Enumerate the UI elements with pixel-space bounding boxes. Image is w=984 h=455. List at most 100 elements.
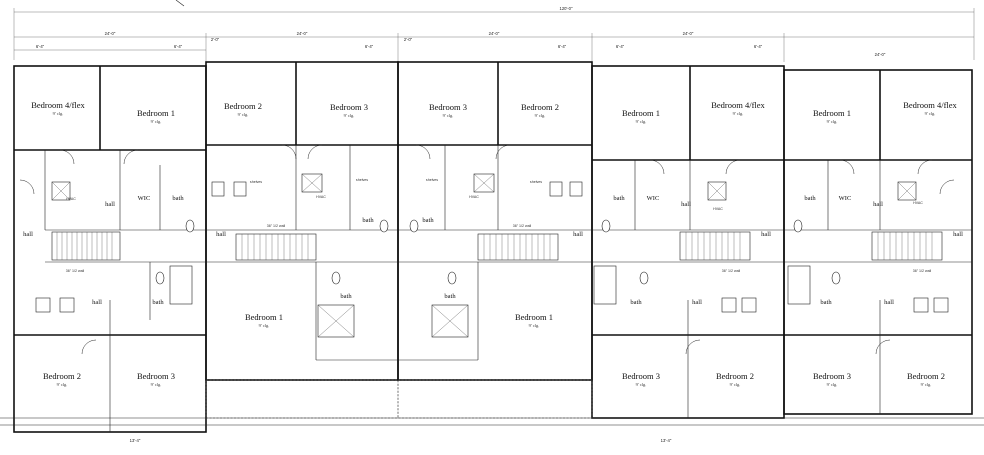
tub-1: [169, 265, 193, 305]
seg-dim-5: 6'-4": [365, 44, 374, 49]
ceiling-note: 9' clg.: [259, 323, 270, 328]
ceiling-note: 9' clg.: [733, 111, 744, 116]
room-bath-2a: bath: [362, 217, 374, 224]
doors: [19, 144, 955, 355]
seg-dim-1: 6'-4": [36, 44, 45, 49]
room-hall-5c: hall: [884, 299, 894, 306]
room-wic-4: WIC: [647, 195, 660, 202]
dryer-unit-5: [933, 297, 949, 313]
toilet-5: [793, 219, 803, 233]
label-hvac-1: HVAC: [66, 197, 76, 201]
room-wic-5: WIC: [839, 195, 852, 202]
room-bedroom1-2: Bedroom 1: [245, 312, 283, 322]
toilet-8: [447, 271, 457, 285]
room-hall-5b: hall: [953, 231, 963, 238]
seg-dim-3: 2'-0": [211, 37, 220, 42]
dryer-unit-1: [59, 297, 75, 313]
room-bedroom2-5: Bedroom 2: [907, 371, 945, 381]
label-half-wall-3: 36" 1/2 wall: [513, 224, 532, 228]
unit-dim-3: 24'-0": [489, 31, 500, 36]
ceiling-note: 9' clg.: [827, 119, 838, 124]
stair-unit-4: [679, 231, 751, 261]
label-shelves-3a: shelves: [426, 178, 438, 182]
interior-walls-unit-4: [592, 66, 784, 418]
room-bedroom2-1: Bedroom 2: [43, 371, 81, 381]
room-bedroom2-4: Bedroom 2: [716, 371, 754, 381]
room-bath-4a: bath: [613, 195, 625, 202]
label-shelves-2b: shelves: [356, 178, 368, 182]
room-bedroom4-flex-5: Bedroom 4/flex: [903, 100, 957, 110]
tub-3: [787, 265, 811, 305]
label-half-wall-2: 36" 1/2 wall: [267, 224, 286, 228]
seg-dim-7: 6'-4": [616, 44, 625, 49]
stair-unit-3: [477, 233, 559, 261]
ceiling-note: 9' clg.: [151, 119, 162, 124]
label-hvac-5: HVAC: [913, 201, 923, 205]
room-bedroom1-5: Bedroom 1: [813, 108, 851, 118]
stair-unit-5: [871, 231, 943, 261]
ceiling-note: 9' clg.: [443, 113, 454, 118]
toilet-2: [379, 219, 389, 233]
room-bedroom3-4: Bedroom 3: [622, 371, 660, 381]
label-hvac-4: HVAC: [713, 207, 723, 211]
ceiling-note: 9' clg.: [53, 111, 64, 116]
room-bedroom1-3: Bedroom 1: [515, 312, 553, 322]
dryer-unit-4: [741, 297, 757, 313]
exterior-walls: [0, 61, 984, 433]
washer-unit-5: [913, 297, 929, 313]
room-hall-1b: hall: [23, 231, 33, 238]
room-bath-2b: bath: [340, 293, 352, 300]
toilet-3: [409, 219, 419, 233]
room-hall-4a: hall: [681, 201, 691, 208]
room-bath-5a: bath: [804, 195, 816, 202]
overall-dim-label: 120'-0": [560, 6, 574, 11]
label-half-wall-4: 36" 1/2 wall: [722, 269, 741, 273]
seg-dim-9: 13'-4": [130, 438, 141, 443]
label-shelves-3b: shelves: [530, 180, 542, 184]
interior-walls-unit-5: [784, 70, 972, 414]
ceiling-note: 9' clg.: [535, 113, 546, 118]
stair-unit-2: [235, 233, 317, 261]
room-wic-1: WIC: [138, 195, 151, 202]
washer-unit-2: [211, 181, 225, 197]
toilet-9: [639, 271, 649, 285]
label-half-wall-5: 36" 1/2 wall: [913, 269, 932, 273]
room-hall-3: hall: [573, 231, 583, 238]
room-bedroom2-3: Bedroom 2: [521, 102, 559, 112]
room-bedroom2-2: Bedroom 2: [224, 101, 262, 111]
seg-dim-2: 6'-4": [174, 44, 183, 49]
ceiling-note: 9' clg.: [925, 111, 936, 116]
label-hvac-2: HVAC: [316, 195, 326, 199]
room-hall-5a: hall: [873, 201, 883, 208]
washer-unit-1: [35, 297, 51, 313]
magnifier-icon: [175, 0, 185, 7]
room-bedroom4-flex-4: Bedroom 4/flex: [711, 100, 765, 110]
label-half-wall-1: 36" 1/2 wall: [66, 269, 85, 273]
seg-dim-10: 13'-4": [661, 438, 672, 443]
room-bath-3b: bath: [444, 293, 456, 300]
room-hall-1a: hall: [105, 201, 115, 208]
ceiling-note: 9' clg.: [827, 382, 838, 387]
unit-dim-2: 24'-0": [297, 31, 308, 36]
label-hvac-3: HVAC: [469, 195, 479, 199]
unit-dim-5: 24'-0": [875, 52, 886, 57]
room-hall-4c: hall: [692, 299, 702, 306]
toilet-4: [601, 219, 611, 233]
room-hall-2: hall: [216, 231, 226, 238]
washer-unit-3: [549, 181, 563, 197]
dryer-unit-3: [569, 181, 583, 197]
stairs: [51, 231, 943, 261]
room-bedroom1-1: Bedroom 1: [137, 108, 175, 118]
interior-walls-unit-3: [398, 62, 592, 361]
room-bedroom4-flex-1: Bedroom 4/flex: [31, 100, 85, 110]
room-hall-4b: hall: [761, 231, 771, 238]
room-bedroom1-4: Bedroom 1: [622, 108, 660, 118]
room-bedroom3-1: Bedroom 3: [137, 371, 175, 381]
room-bath-5b: bath: [820, 299, 832, 306]
room-hall-1c: hall: [92, 299, 102, 306]
seg-dim-6: 6'-4": [558, 44, 567, 49]
room-labels: Bedroom 4/flex 9' clg. Bedroom 1 9' clg.…: [23, 100, 963, 387]
room-bath-3a: bath: [422, 217, 434, 224]
room-bedroom3-3: Bedroom 3: [429, 102, 467, 112]
